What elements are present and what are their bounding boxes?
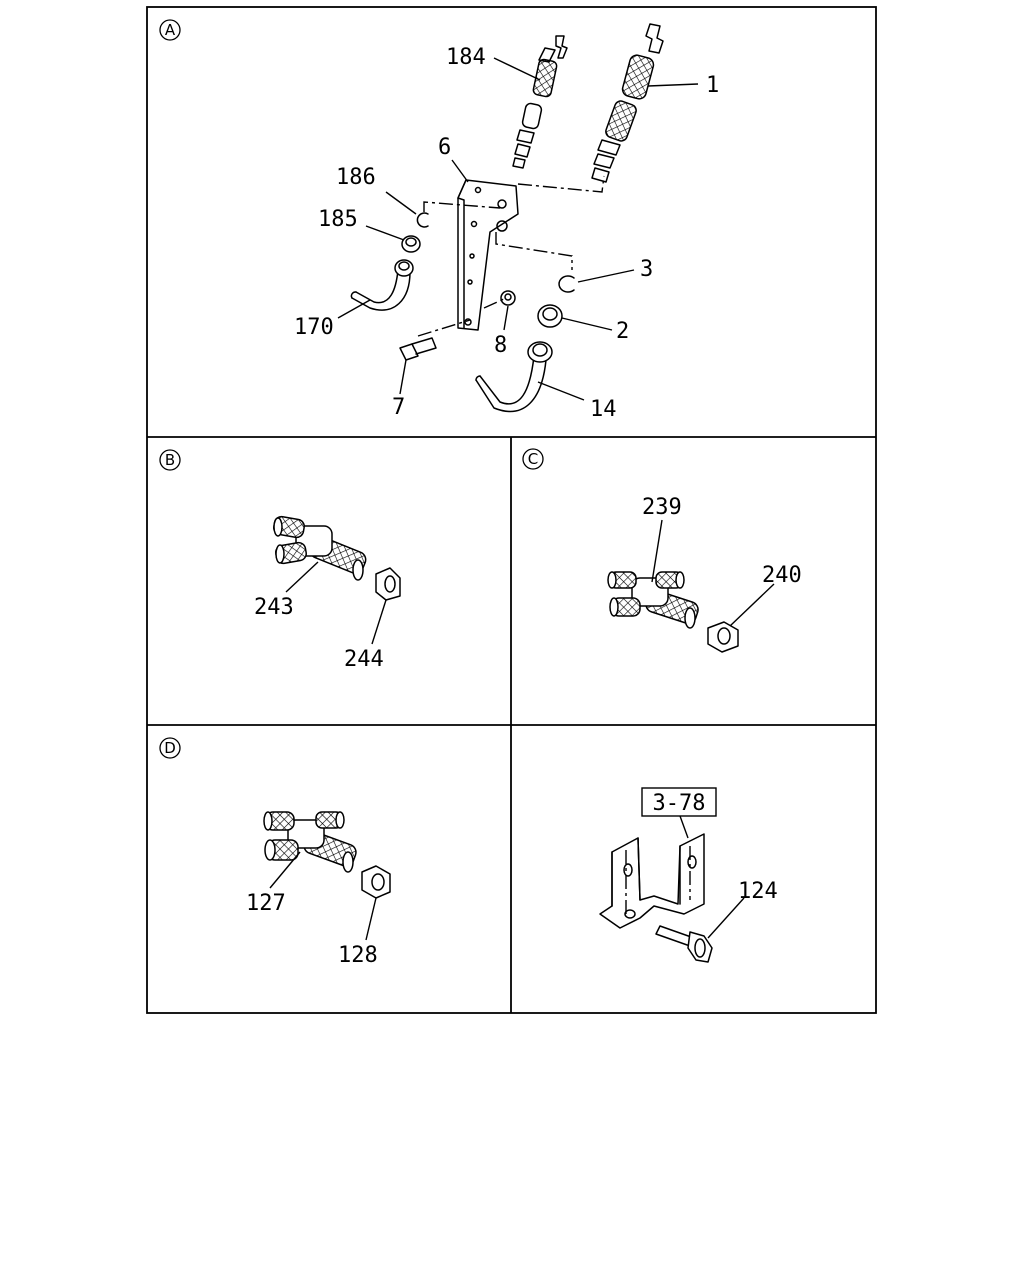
leader-line xyxy=(537,381,585,401)
callout-244: 244 xyxy=(344,647,384,672)
panel-a: A xyxy=(159,19,719,422)
svg-text:3-78: 3-78 xyxy=(653,791,706,816)
hose-1 xyxy=(591,23,664,183)
leader-line xyxy=(385,191,417,215)
callout-1: 1 xyxy=(706,73,719,98)
diagram-frame xyxy=(146,6,877,1014)
callout-8: 8 xyxy=(494,333,507,358)
callout-240: 240 xyxy=(762,563,802,588)
leader-line xyxy=(365,897,377,941)
callout-7: 7 xyxy=(392,395,405,420)
callout-185: 185 xyxy=(318,207,358,232)
clip-186 xyxy=(416,212,429,228)
callout-186: 186 xyxy=(336,165,376,190)
leader-line xyxy=(269,851,301,889)
pipe-14 xyxy=(475,341,553,413)
callout-128: 128 xyxy=(338,943,378,968)
nut-240 xyxy=(707,621,739,653)
assembly-line xyxy=(517,175,605,193)
leader-line xyxy=(707,897,745,939)
panel-e: 3-78 124 xyxy=(599,787,778,963)
tee-union-243 xyxy=(273,515,367,581)
callout-124: 124 xyxy=(738,879,778,904)
callout-127: 127 xyxy=(246,891,286,916)
cross-union-239 xyxy=(607,571,699,629)
leader-line xyxy=(399,359,407,395)
leader-line xyxy=(337,299,371,319)
leader-line xyxy=(451,159,469,183)
hose-184 xyxy=(532,35,568,98)
reference-box: 3-78 xyxy=(641,787,717,817)
leader-line xyxy=(577,269,635,283)
leader-line xyxy=(561,317,613,331)
mounting-bracket xyxy=(599,833,705,929)
callout-3: 3 xyxy=(640,257,653,282)
panel-d: D 127 128 xyxy=(159,737,391,968)
svg-text:C: C xyxy=(528,450,538,468)
panel-c: C 239 240 xyxy=(522,448,802,653)
callout-184: 184 xyxy=(446,45,486,70)
view-badge-c: C xyxy=(522,448,544,470)
leader-line xyxy=(647,83,699,87)
nut-8 xyxy=(500,290,516,306)
nut-2 xyxy=(537,304,563,328)
assembly-line xyxy=(495,232,573,270)
cross-union-127 xyxy=(263,811,357,873)
pipe-170 xyxy=(350,259,414,311)
leader-line xyxy=(651,519,663,583)
callout-243: 243 xyxy=(254,595,294,620)
hose-184-fitting xyxy=(512,102,543,169)
bracket-6 xyxy=(457,179,519,331)
leader-line xyxy=(365,225,405,241)
view-badge-d: D xyxy=(159,737,181,759)
svg-text:A: A xyxy=(165,21,176,39)
bolt-7 xyxy=(399,337,437,361)
svg-text:D: D xyxy=(164,739,176,757)
callout-239: 239 xyxy=(642,495,682,520)
view-badge-b: B xyxy=(159,449,181,471)
leader-line xyxy=(679,815,689,839)
leader-line xyxy=(503,305,509,331)
assembly-line xyxy=(483,297,507,309)
clip-3 xyxy=(558,275,575,293)
view-badge-a: A xyxy=(159,19,181,41)
nut-244 xyxy=(375,567,401,601)
callout-170: 170 xyxy=(294,315,334,340)
callout-14: 14 xyxy=(590,397,617,422)
leader-line xyxy=(285,561,319,593)
leader-line xyxy=(493,57,541,81)
callout-6: 6 xyxy=(438,135,451,160)
assembly-line xyxy=(417,319,471,337)
bolt-124 xyxy=(655,925,713,963)
assembly-line xyxy=(423,201,501,212)
svg-text:B: B xyxy=(165,451,175,469)
leader-line xyxy=(371,599,387,645)
nut-185 xyxy=(401,235,421,253)
panel-b: B 243 244 xyxy=(159,449,401,672)
callout-2: 2 xyxy=(616,319,629,344)
nut-128 xyxy=(361,865,391,899)
leader-line xyxy=(729,583,775,627)
